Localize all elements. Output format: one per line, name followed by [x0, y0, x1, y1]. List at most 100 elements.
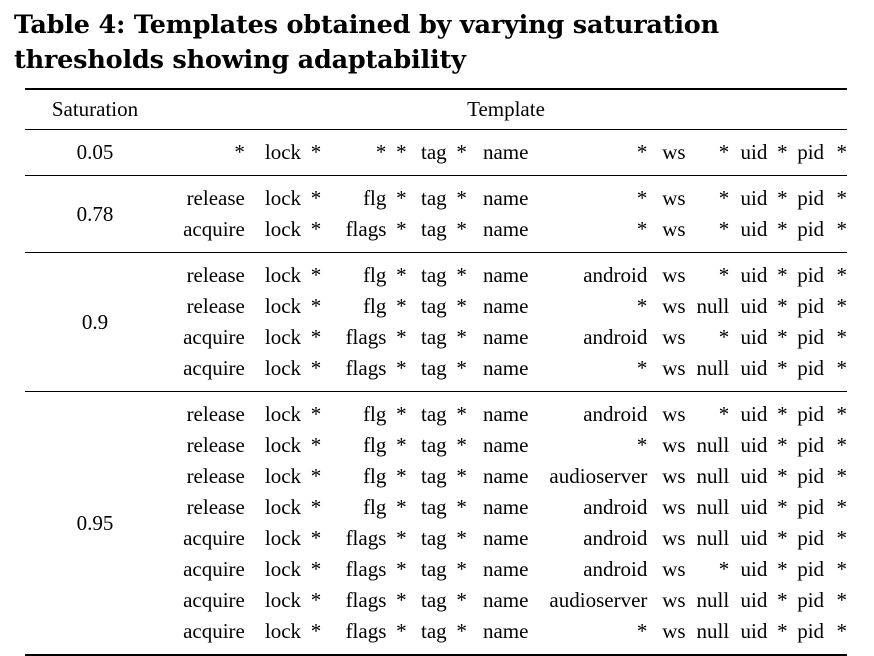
- token-star2: *: [396, 186, 407, 210]
- group-spacer-bottom: [165, 384, 847, 391]
- token-uid: uid: [740, 217, 768, 241]
- token-lock: lock: [264, 526, 302, 550]
- token-star3: *: [456, 464, 467, 488]
- token-verb: release: [186, 263, 245, 287]
- token-tag: tag: [420, 433, 447, 457]
- token-ws: ws: [662, 356, 686, 380]
- token-lock: lock: [264, 588, 302, 612]
- token-star2: *: [396, 325, 407, 349]
- token-app: *: [636, 356, 648, 380]
- token-star4: *: [777, 294, 788, 318]
- token-name: name: [482, 402, 529, 426]
- table-row: 0.05*lock***tag*name*ws*uid*pid*: [25, 130, 847, 175]
- token-verb: release: [186, 433, 245, 457]
- table-head: Saturation Template: [25, 90, 847, 129]
- token-flags: flags: [345, 526, 387, 550]
- token-star1: *: [310, 402, 322, 426]
- token-star3: *: [456, 140, 467, 164]
- token-star4: *: [777, 464, 788, 488]
- token-star1: *: [310, 217, 322, 241]
- token-ws: ws: [662, 588, 686, 612]
- token-ws: ws: [662, 433, 686, 457]
- token-null: *: [718, 217, 730, 241]
- token-star2: *: [396, 526, 407, 550]
- token-star2: *: [396, 464, 407, 488]
- token-null: *: [718, 140, 730, 164]
- token-null: *: [718, 186, 730, 210]
- token-name: name: [482, 433, 529, 457]
- token-lock: lock: [264, 294, 302, 318]
- token-app: audioserver: [549, 464, 648, 488]
- token-star4: *: [777, 263, 788, 287]
- token-star3: *: [456, 217, 467, 241]
- token-star1: *: [310, 588, 322, 612]
- token-flags: flags: [345, 217, 387, 241]
- token-lock: lock: [264, 186, 302, 210]
- token-flags: flg: [363, 294, 387, 318]
- token-star5: *: [836, 588, 848, 612]
- token-lock: lock: [264, 619, 302, 643]
- token-verb: acquire: [183, 356, 245, 380]
- token-star5: *: [836, 294, 848, 318]
- token-star1: *: [310, 263, 322, 287]
- token-star4: *: [777, 588, 788, 612]
- token-name: name: [482, 325, 529, 349]
- token-star1: *: [310, 495, 322, 519]
- token-tag: tag: [420, 464, 447, 488]
- token-star5: *: [836, 619, 848, 643]
- token-tag: tag: [420, 402, 447, 426]
- token-uid: uid: [740, 526, 768, 550]
- token-app: android: [583, 495, 648, 519]
- token-flags: flags: [345, 619, 387, 643]
- token-star5: *: [836, 325, 848, 349]
- token-tag: tag: [420, 588, 447, 612]
- token-name: name: [482, 557, 529, 581]
- token-verb: release: [186, 186, 245, 210]
- token-name: name: [482, 495, 529, 519]
- token-verb: *: [234, 140, 245, 164]
- token-lock: lock: [264, 557, 302, 581]
- token-tag: tag: [420, 557, 447, 581]
- token-app: android: [583, 263, 648, 287]
- token-pid: pid: [797, 217, 825, 241]
- token-null: *: [718, 557, 730, 581]
- token-uid: uid: [740, 263, 768, 287]
- token-ws: ws: [662, 325, 686, 349]
- token-star1: *: [310, 294, 322, 318]
- group-spacer-bottom: [165, 168, 847, 175]
- token-app: audioserver: [549, 588, 648, 612]
- token-star1: *: [310, 619, 322, 643]
- saturation-value: 0.05: [76, 140, 114, 164]
- token-null: null: [696, 294, 730, 318]
- token-null: null: [696, 495, 730, 519]
- token-pid: pid: [797, 356, 825, 380]
- token-verb: release: [186, 402, 245, 426]
- token-name: name: [482, 619, 529, 643]
- token-star5: *: [836, 186, 848, 210]
- page-root: Table 4: Templates obtained by varying s…: [14, 10, 848, 656]
- group-spacer-top: [165, 130, 847, 137]
- token-null: null: [696, 526, 730, 550]
- token-tag: tag: [420, 356, 447, 380]
- token-star5: *: [836, 356, 848, 380]
- rule-group-separator: [25, 175, 847, 176]
- token-uid: uid: [740, 495, 768, 519]
- token-tag: tag: [420, 495, 447, 519]
- token-name: name: [482, 294, 529, 318]
- token-lock: lock: [264, 356, 302, 380]
- token-star3: *: [456, 433, 467, 457]
- templates-table: Saturation Template: [25, 90, 847, 129]
- token-lock: lock: [264, 325, 302, 349]
- rule-header-bottom: [25, 129, 847, 130]
- token-star3: *: [456, 186, 467, 210]
- token-ws: ws: [662, 402, 686, 426]
- token-pid: pid: [797, 464, 825, 488]
